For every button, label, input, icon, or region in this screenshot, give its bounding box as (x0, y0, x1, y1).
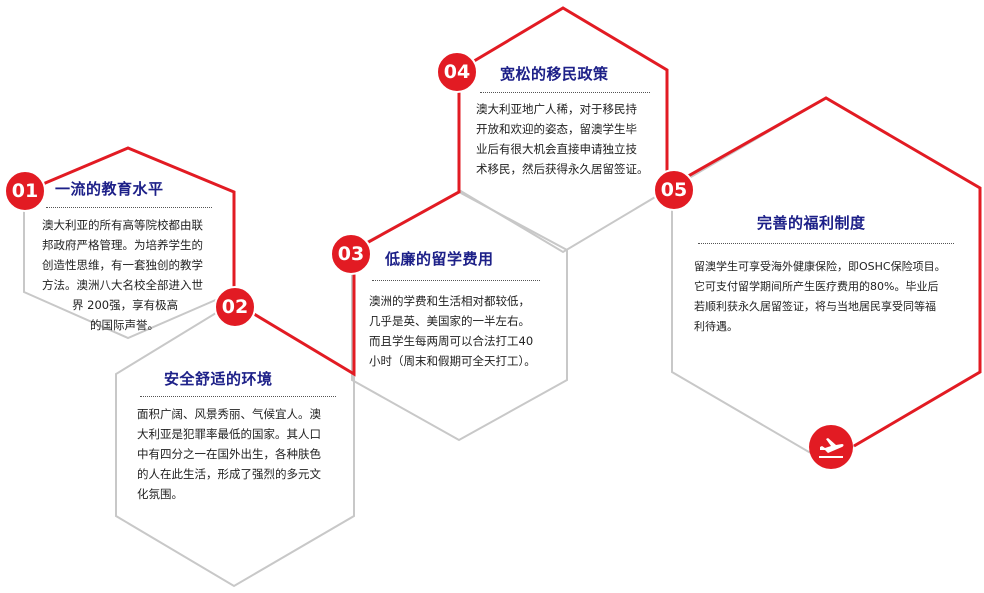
airplane-icon (809, 425, 853, 469)
text-01-line: 邦政府严格管理。为培养学生的 (42, 238, 203, 252)
title-03: 低廉的留学费用 (385, 250, 494, 268)
divider-05 (698, 243, 954, 244)
text-02-line: 面积广阔、风景秀丽、气候宜人。澳 (137, 407, 321, 421)
text-05-line: 它可支付留学期间所产生医疗费用的80%。毕业后 (694, 280, 939, 293)
text-02-line: 的人在此生活，形成了强烈的多元文 (137, 467, 321, 481)
badge-01: 01 (4, 170, 46, 212)
text-03-line: 澳洲的学费和生活相对都较低， (369, 294, 530, 308)
text-03-line: 小时（周末和假期可全天打工）。 (369, 354, 536, 368)
text-05: 留澳学生可享受海外健康保险，即OSHC保险项目。 它可支付留学期间所产生医疗费用… (694, 257, 946, 337)
divider-03 (372, 280, 540, 281)
text-01-line: 澳大利亚的所有高等院校都由联 (42, 218, 203, 232)
text-05-line: 利待遇。 (694, 320, 738, 333)
text-03-line: 几乎是英、美国家的一半左右。 (369, 314, 530, 328)
divider-01 (46, 207, 212, 208)
text-01-line: 界 200强，享有极高 (72, 298, 179, 312)
text-02-line: 大利亚是犯罪率最低的国家。其人口 (137, 427, 321, 441)
text-01-line: 方法。澳洲八大名校全部进入世 (42, 278, 203, 292)
badge-02: 02 (214, 286, 256, 328)
text-04-line: 澳大利亚地广人稀，对于移民持 (476, 102, 637, 116)
badge-04: 04 (436, 51, 478, 93)
text-02-line: 中有四分之一在国外出生，各种肤色 (137, 447, 321, 461)
text-01-line: 的国际声誉。 (90, 318, 159, 332)
title-04: 宽松的移民政策 (500, 65, 609, 83)
text-04-line: 开放和欢迎的姿态，留澳学生毕 (476, 122, 637, 136)
badge-05: 05 (653, 169, 695, 211)
text-01-line: 创造性思维，有一套独创的教学 (42, 258, 203, 272)
text-02: 面积广阔、风景秀丽、气候宜人。澳 大利亚是犯罪率最低的国家。其人口 中有四分之一… (137, 404, 321, 504)
text-03-line: 而且学生每两周可以合法打工40 (369, 334, 534, 348)
text-03: 澳洲的学费和生活相对都较低， 几乎是英、美国家的一半左右。 而且学生每两周可以合… (369, 291, 536, 371)
title-02: 安全舒适的环境 (164, 370, 273, 388)
divider-04 (480, 92, 650, 93)
text-04-line: 业后有很大机会直接申请独立技 (476, 142, 637, 156)
title-05: 完善的福利制度 (757, 214, 866, 232)
text-02-line: 化氛围。 (137, 487, 183, 501)
text-01: 澳大利亚的所有高等院校都由联 邦政府严格管理。为培养学生的 创造性思维，有一套独… (42, 215, 203, 335)
divider-02 (140, 396, 336, 397)
text-04-line: 术移民，然后获得永久居留签证。 (476, 162, 649, 176)
badge-03: 03 (330, 233, 372, 275)
title-01: 一流的教育水平 (55, 180, 164, 198)
text-05-line: 留澳学生可享受海外健康保险，即OSHC保险项目。 (694, 260, 946, 273)
text-05-line: 若顺利获永久居留签证，将与当地居民享受同等福 (694, 300, 936, 313)
text-04: 澳大利亚地广人稀，对于移民持 开放和欢迎的姿态，留澳学生毕 业后有很大机会直接申… (476, 99, 649, 179)
